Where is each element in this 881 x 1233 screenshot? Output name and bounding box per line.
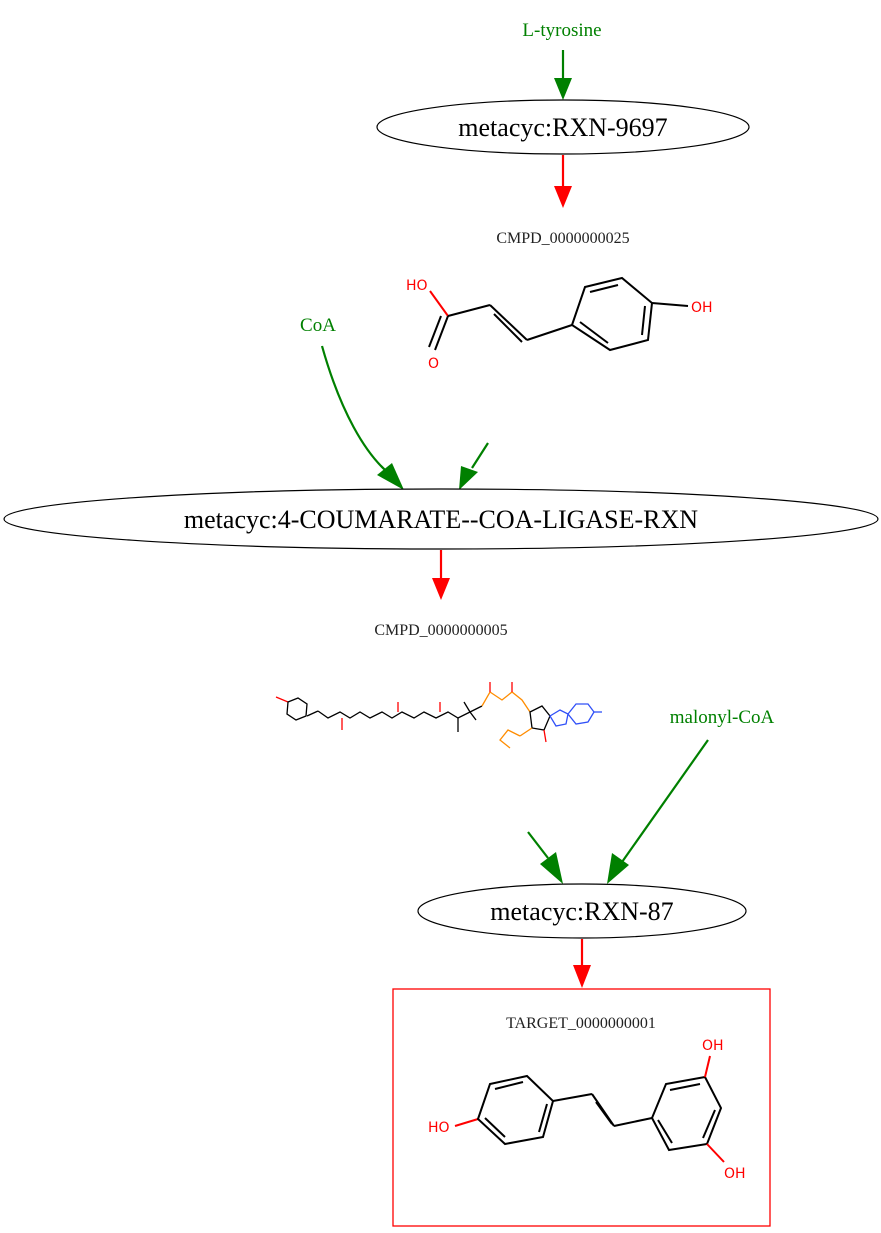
reaction-node-rxn1[interactable]: metacyc:RXN-9697 (376, 99, 750, 155)
reaction-label-rxn3: metacyc:RXN-87 (490, 897, 673, 926)
compound-node-cmpd1[interactable]: CMPD_0000000025 HO O OH (406, 230, 713, 372)
atom-o: O (428, 356, 439, 372)
target-atom-ho: HO (428, 1120, 450, 1136)
l-tyrosine-label: L-tyrosine (522, 20, 601, 41)
compound-id-cmpd2: CMPD_0000000005 (374, 622, 507, 639)
edge-cmpd2-to-rxn3 (527, 831, 563, 884)
edge-l-tyrosine-to-rxn1 (554, 50, 572, 100)
structure-target (454, 1055, 725, 1163)
atom-ho: HO (406, 278, 428, 294)
edge-rxn3-to-target (573, 939, 591, 988)
reaction-node-rxn3[interactable]: metacyc:RXN-87 (417, 883, 747, 939)
reaction-label-rxn1: metacyc:RXN-9697 (458, 113, 667, 142)
edge-coa-to-rxn2 (320, 345, 404, 490)
malonyl-coa-label: malonyl-CoA (670, 707, 775, 728)
coa-label: CoA (300, 315, 336, 336)
target-border (392, 988, 771, 1227)
target-compound-node[interactable]: TARGET_0000000001 HO OH OH (392, 988, 771, 1227)
reaction-node-rxn2[interactable]: metacyc:4-COUMARATE--COA-LIGASE-RXN (3, 488, 879, 550)
edge-malonyl-coa-to-rxn3 (607, 739, 709, 884)
target-atom-oh-bottom: OH (724, 1166, 746, 1182)
compound-node-cmpd2[interactable]: CMPD_0000000005 (275, 622, 602, 749)
compound-id-cmpd1: CMPD_0000000025 (496, 230, 629, 247)
atom-oh: OH (691, 300, 713, 316)
target-atom-oh-top: OH (702, 1038, 724, 1054)
structure-cmpd1 (428, 276, 689, 352)
edge-rxn2-to-cmpd2 (432, 550, 450, 600)
edge-rxn1-to-cmpd1 (554, 155, 572, 208)
compound-id-target: TARGET_0000000001 (506, 1015, 656, 1032)
reaction-label-rxn2: metacyc:4-COUMARATE--COA-LIGASE-RXN (184, 505, 698, 534)
edge-cmpd1-to-rxn2 (459, 442, 489, 490)
structure-cmpd2 (275, 682, 602, 749)
